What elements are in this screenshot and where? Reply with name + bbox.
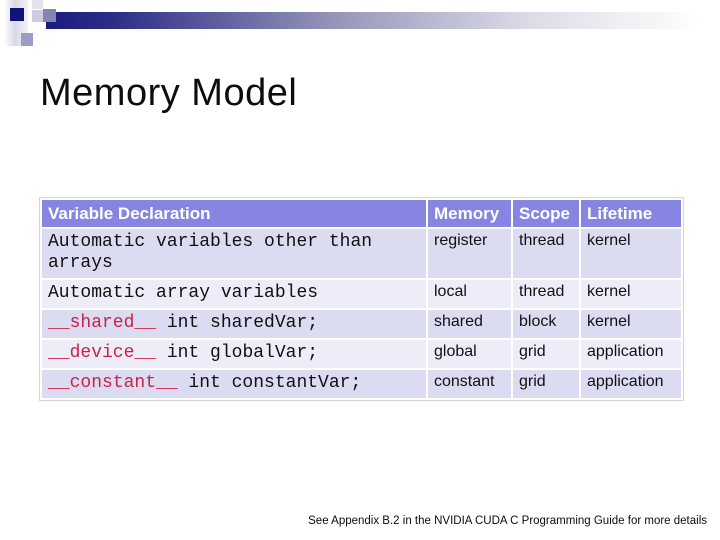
cell-lifetime: kernel: [581, 229, 681, 278]
deco-square-medium: [43, 9, 56, 22]
cell-declaration: __shared__ int sharedVar;: [42, 310, 426, 338]
memory-model-table: Variable Declaration Memory Scope Lifeti…: [39, 197, 684, 401]
cell-memory: local: [428, 280, 511, 308]
table-row: __device__ int globalVar; global grid ap…: [42, 340, 681, 368]
cell-scope: grid: [513, 340, 579, 368]
table-row: Automatic array variables local thread k…: [42, 280, 681, 308]
declaration-text: int constantVar;: [177, 373, 362, 393]
cell-memory: constant: [428, 370, 511, 398]
cell-memory: shared: [428, 310, 511, 338]
column-header-variable-declaration: Variable Declaration: [42, 200, 426, 227]
cell-scope: thread: [513, 280, 579, 308]
cell-scope: thread: [513, 229, 579, 278]
cell-declaration: __device__ int globalVar;: [42, 340, 426, 368]
cell-lifetime: application: [581, 370, 681, 398]
cell-declaration: Automatic variables other than arrays: [42, 229, 426, 278]
cell-memory: global: [428, 340, 511, 368]
declaration-text: Automatic array variables: [48, 283, 319, 303]
deco-square-pale: [32, 10, 43, 22]
declaration-text: int sharedVar;: [156, 313, 319, 333]
declaration-text: Automatic variables other than arrays: [48, 232, 383, 273]
footer-note: See Appendix B.2 in the NVIDIA CUDA C Pr…: [308, 515, 707, 527]
table-row: __shared__ int sharedVar; shared block k…: [42, 310, 681, 338]
cell-memory: register: [428, 229, 511, 278]
page-title: Memory Model: [40, 72, 298, 114]
cell-scope: grid: [513, 370, 579, 398]
keyword-text: __device__: [48, 343, 157, 363]
cell-lifetime: kernel: [581, 280, 681, 308]
deco-square-navy: [10, 8, 24, 21]
keyword-text: __shared__: [48, 313, 157, 333]
table-header-row: Variable Declaration Memory Scope Lifeti…: [42, 200, 681, 227]
cell-declaration: __constant__ int constantVar;: [42, 370, 426, 398]
deco-square-top-pale: [32, 0, 43, 9]
column-header-memory: Memory: [428, 200, 511, 227]
column-header-lifetime: Lifetime: [581, 200, 681, 227]
cell-declaration: Automatic array variables: [42, 280, 426, 308]
declaration-text: int globalVar;: [156, 343, 319, 363]
cell-scope: block: [513, 310, 579, 338]
cell-lifetime: kernel: [581, 310, 681, 338]
table-row: Automatic variables other than arrays re…: [42, 229, 681, 278]
cell-lifetime: application: [581, 340, 681, 368]
deco-square-purple: [21, 33, 33, 46]
header-gradient-bar: [46, 12, 720, 29]
column-header-scope: Scope: [513, 200, 579, 227]
keyword-text: __constant__: [48, 373, 178, 393]
table-row: __constant__ int constantVar; constant g…: [42, 370, 681, 398]
